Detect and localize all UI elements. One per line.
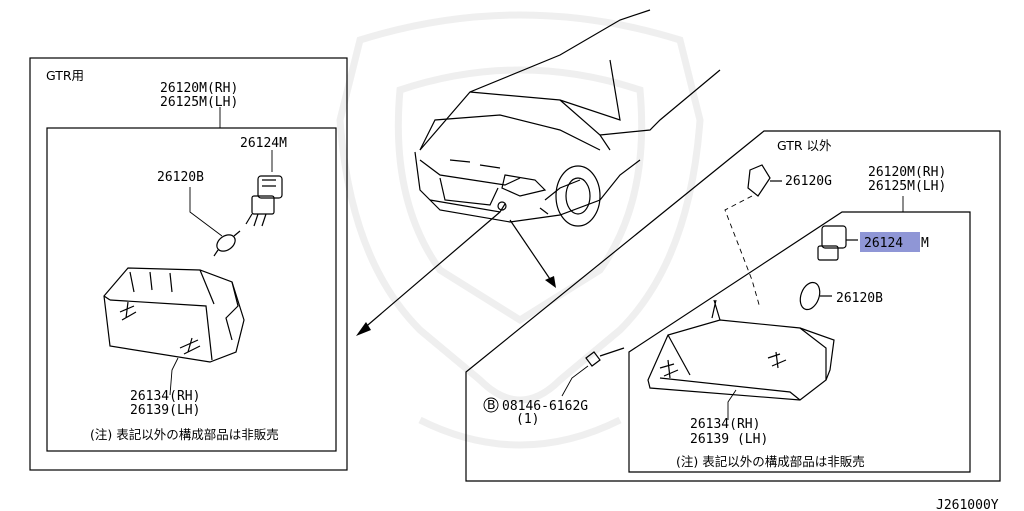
car-illustration: [414, 9, 721, 227]
right-inner-frame: [628, 211, 971, 473]
left-inner-frame: [46, 127, 337, 452]
left-assy-lh-label: 26125M(LH): [160, 95, 238, 110]
left-note: (注) 表記以外の構成部品は非販売: [90, 427, 279, 442]
bolt-part: [585, 347, 625, 367]
left-panel: GTR用 26120M(RH) 26125M(LH) 26124M 26120B: [29, 57, 348, 471]
watermark-emblem: [336, 11, 704, 449]
left-bulb-part: [213, 230, 241, 257]
right-socket-label-suffix: M: [921, 236, 929, 251]
bolt-qty-label: (1): [516, 412, 539, 427]
arrows: [356, 211, 556, 336]
left-socket-label: 26124M: [240, 136, 287, 151]
right-bulb-label: 26120B: [836, 291, 883, 306]
left-outer-frame: [29, 57, 348, 471]
bolt-marker-letter: B: [487, 397, 496, 412]
diagram-code: J261000Y: [936, 498, 999, 511]
right-outer-frame: [465, 130, 1001, 482]
part-highlight: [860, 232, 920, 252]
right-bulb-part: [799, 281, 832, 311]
left-socket-part: [245, 175, 283, 227]
right-socket-label: 26124: [864, 236, 903, 251]
right-assy-lh-label: 26125M(LH): [868, 179, 946, 194]
right-socket-part: [817, 225, 858, 261]
right-lens-rh-label: 26134(RH): [690, 417, 760, 432]
right-lens-lh-label: 26139 (LH): [690, 432, 768, 447]
right-clip-part: [747, 164, 782, 197]
right-note: (注) 表記以外の構成部品は非販売: [676, 454, 865, 469]
left-panel-title: GTR用: [46, 68, 84, 83]
left-lamp-lens: [103, 267, 245, 363]
right-clip-label: 26120G: [785, 174, 832, 189]
bolt-label: 08146-6162G: [502, 399, 588, 414]
right-panel: GTR 以外 26120G 26120M(RH) 26125M(LH) 2612…: [465, 130, 1001, 482]
left-lens-lh-label: 26139(LH): [130, 403, 200, 418]
left-assy-rh-label: 26120M(RH): [160, 81, 238, 96]
left-lens-rh-label: 26134(RH): [130, 389, 200, 404]
right-lamp-lens: [647, 299, 835, 401]
left-bulb-label: 26120B: [157, 170, 204, 185]
right-assy-rh-label: 26120M(RH): [868, 165, 946, 180]
right-panel-title: GTR 以外: [777, 138, 832, 153]
bolt-marker-circle: [483, 397, 499, 413]
